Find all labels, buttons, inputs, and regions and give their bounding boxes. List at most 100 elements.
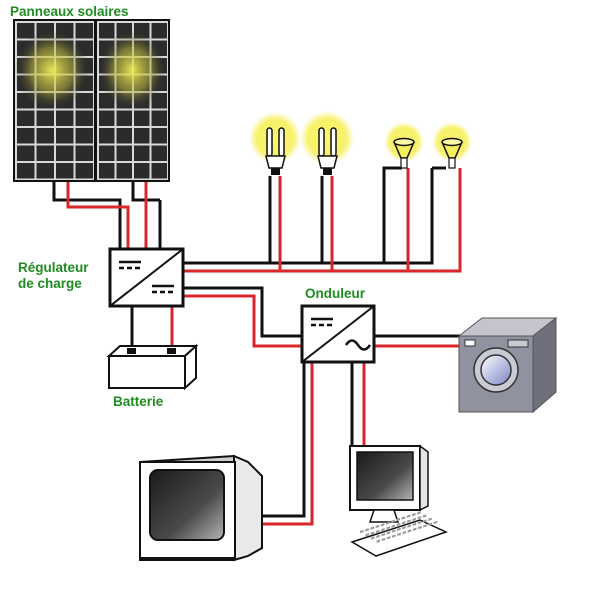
solar-cell [116, 145, 132, 161]
solar-cell [116, 128, 132, 144]
solar-cell [99, 145, 115, 161]
keyboard-key [422, 514, 427, 518]
keyboard-key [412, 517, 416, 522]
solar-cell [99, 110, 115, 126]
solar-cell [75, 128, 93, 144]
keyboard-key [386, 536, 391, 540]
battery-icon [106, 343, 199, 391]
keyboard-key [402, 530, 407, 535]
keyboard-key [418, 525, 422, 530]
solar-cell [75, 145, 93, 161]
solar-cell [17, 128, 35, 144]
solar-cell [116, 163, 132, 179]
keyboard-key [412, 522, 417, 527]
solar-cell [99, 128, 115, 144]
keyboard-key [401, 516, 406, 520]
keyboard-key [396, 517, 400, 522]
solar-cell [17, 110, 35, 126]
charge-regulator-label: Régulateur de charge [18, 260, 89, 291]
crt-monitor-icon [139, 454, 263, 562]
solar-panels-label: Panneaux solaires [10, 4, 129, 19]
solar-cell [151, 128, 167, 144]
keyboard-key [391, 519, 395, 523]
charge-regulator-icon [108, 247, 185, 308]
solar-cell [56, 163, 74, 179]
keyboard-key [386, 526, 390, 530]
keyboard-key [370, 531, 375, 535]
solar-cell [36, 128, 54, 144]
solar-cell [151, 110, 167, 126]
keyboard-key [423, 519, 427, 523]
solar-cell [116, 110, 132, 126]
solar-cell [75, 163, 93, 179]
washing-machine-icon [457, 316, 558, 414]
keyboard-key [433, 520, 438, 525]
solar-cell [36, 163, 54, 179]
battery-label: Batterie [113, 394, 164, 409]
keyboard-key [376, 539, 381, 543]
spot-bulb-icon [432, 122, 472, 169]
keyboard-key [375, 524, 380, 529]
solar-cell [151, 23, 167, 39]
solar-cell [17, 23, 35, 39]
keyboard-key [406, 514, 411, 518]
keyboard-key [365, 528, 369, 532]
keyboard-key [407, 524, 411, 528]
solar-cell [17, 145, 35, 161]
keyboard-key [401, 521, 406, 525]
solar-cell [151, 145, 167, 161]
keyboard-key [386, 531, 391, 535]
keyboard-key [397, 532, 401, 537]
inverter-label: Onduleur [305, 286, 365, 301]
keyboard-key [412, 512, 416, 517]
solar-cell [56, 128, 74, 144]
keyboard-key [417, 511, 421, 515]
keyboard-key [365, 533, 370, 537]
solar-cell [75, 110, 93, 126]
cfl-bulb-icon [249, 112, 301, 175]
solar-cell [17, 163, 35, 179]
keyboard-key [417, 516, 422, 520]
keyboard-key [407, 519, 411, 523]
keyboard-key [391, 529, 396, 533]
keyboard-key [428, 517, 432, 521]
keyboard-key [407, 529, 412, 533]
keyboard-key [370, 526, 374, 530]
keyboard-key [412, 527, 417, 531]
keyboard-key [376, 534, 380, 538]
cfl-bulb-icon [300, 111, 354, 175]
solar-cell [56, 110, 74, 126]
solar-cell [134, 145, 150, 161]
keyboard-key [381, 532, 385, 537]
solar-cell [75, 23, 93, 39]
keyboard-key [396, 522, 401, 527]
keyboard-key [360, 529, 364, 534]
keyboard-key [417, 520, 422, 525]
solar-cell [99, 163, 115, 179]
solar-cell [56, 145, 74, 161]
solar-cell [36, 145, 54, 161]
keyboard-key [380, 523, 385, 527]
inverter-icon [300, 304, 376, 364]
keyboard-key [381, 537, 386, 542]
keyboard-key [386, 521, 390, 525]
keyboard-key [392, 534, 396, 538]
keyboard-key [423, 524, 427, 528]
keyboard-key [381, 528, 385, 532]
solar-cell [134, 163, 150, 179]
keyboard-key [402, 526, 406, 530]
wiring [52, 166, 462, 526]
solar-cell [36, 110, 54, 126]
spot-bulb-icon [384, 122, 424, 169]
solar-cell [134, 128, 150, 144]
solar-cell [134, 110, 150, 126]
desktop-computer-icon [349, 444, 449, 557]
solar-panel-icon [13, 19, 170, 182]
solar-cell [99, 23, 115, 39]
solar-cell [151, 163, 167, 179]
keyboard-key [391, 524, 396, 528]
keyboard-key [375, 529, 380, 534]
keyboard-key [397, 527, 401, 532]
keyboard-key [428, 522, 433, 526]
